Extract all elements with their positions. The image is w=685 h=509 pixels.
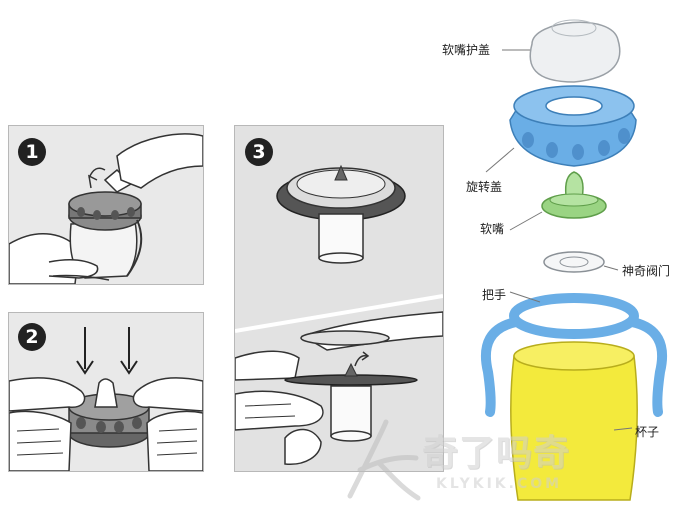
step-2-panel: 2 [8,312,204,472]
step-1-badge: 1 [18,138,46,166]
label-valve: 神奇阀门 [622,264,671,278]
label-cup: 杯子 [635,425,660,439]
step-3-illustration [235,164,443,465]
step-1-illustration [9,133,203,284]
exploded-illustration [480,19,668,501]
label-ring: 旋转盖 [466,180,503,194]
step-3-badge: 3 [245,138,273,166]
step-3-panel: 3 [234,125,444,472]
label-cap: 软嘴护盖 [442,43,491,57]
label-spout: 软嘴 [480,222,505,236]
step-2-badge: 2 [18,323,46,351]
label-handle: 把手 [482,288,507,302]
step-2-illustration [9,327,203,471]
step-1-panel: 1 [8,125,204,285]
exploded-parts-diagram [444,0,685,509]
